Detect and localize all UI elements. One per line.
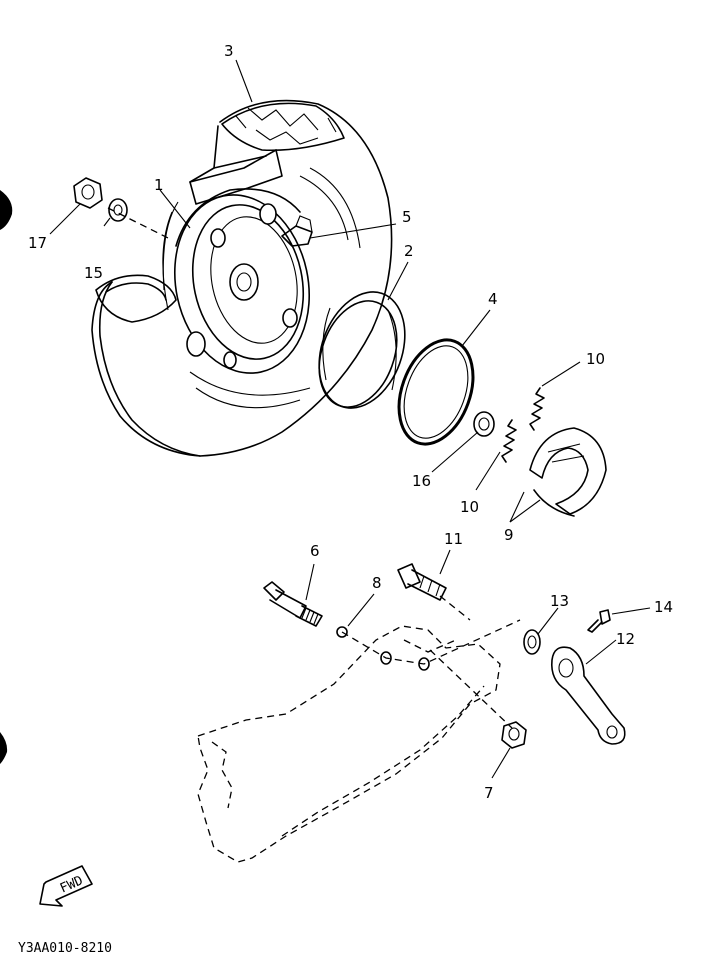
callout-10-lower: 10 — [460, 498, 479, 516]
callout-9: 9 — [504, 526, 514, 544]
spring-part-10-upper — [529, 387, 545, 431]
washer-part-13 — [523, 629, 541, 655]
fwd-arrow-icon: FWD — [39, 865, 93, 907]
callout-13: 13 — [550, 592, 569, 610]
drawing-code: Y3AA010-8210 — [18, 941, 112, 956]
washer-part-8 — [336, 626, 430, 671]
callout-4: 4 — [488, 290, 498, 308]
leader-lines — [49, 59, 651, 779]
brake-drum-part-2 — [318, 291, 406, 409]
brake-arm-part-12 — [550, 646, 626, 745]
spring-part-10-lower — [501, 419, 517, 463]
camshaft-part-11 — [397, 563, 447, 601]
tire-part-3 — [91, 99, 393, 457]
washer-part-15 — [108, 198, 128, 222]
seal-part-16 — [473, 411, 495, 437]
o-ring-part-4 — [397, 338, 475, 446]
callout-12: 12 — [616, 630, 635, 648]
callout-labels: 1 2 3 4 5 6 7 8 9 10 10 11 12 13 14 15 1… — [28, 42, 673, 802]
bolt-part-14 — [587, 609, 611, 633]
callout-11: 11 — [444, 530, 463, 548]
nut-part-17 — [73, 177, 103, 209]
fwd-label: FWD — [58, 873, 86, 896]
callout-3: 3 — [224, 42, 234, 60]
callout-15: 15 — [84, 264, 103, 282]
callout-2: 2 — [404, 242, 414, 260]
callout-17: 17 — [28, 234, 47, 252]
callout-5: 5 — [402, 208, 412, 226]
callout-8: 8 — [372, 574, 382, 592]
nut-part-7 — [501, 721, 527, 749]
wheel-rim-part-1 — [173, 188, 311, 374]
transmission-case-outline — [107, 207, 521, 863]
binding-marks — [0, 190, 13, 764]
callout-6: 6 — [310, 542, 320, 560]
callout-10-upper: 10 — [586, 350, 605, 368]
brake-shoe-part-9 — [529, 427, 607, 517]
axle-part-6 — [263, 581, 323, 627]
callout-14: 14 — [654, 598, 673, 616]
callout-7: 7 — [484, 784, 494, 802]
callout-16: 16 — [412, 472, 431, 490]
callout-1: 1 — [154, 176, 164, 194]
